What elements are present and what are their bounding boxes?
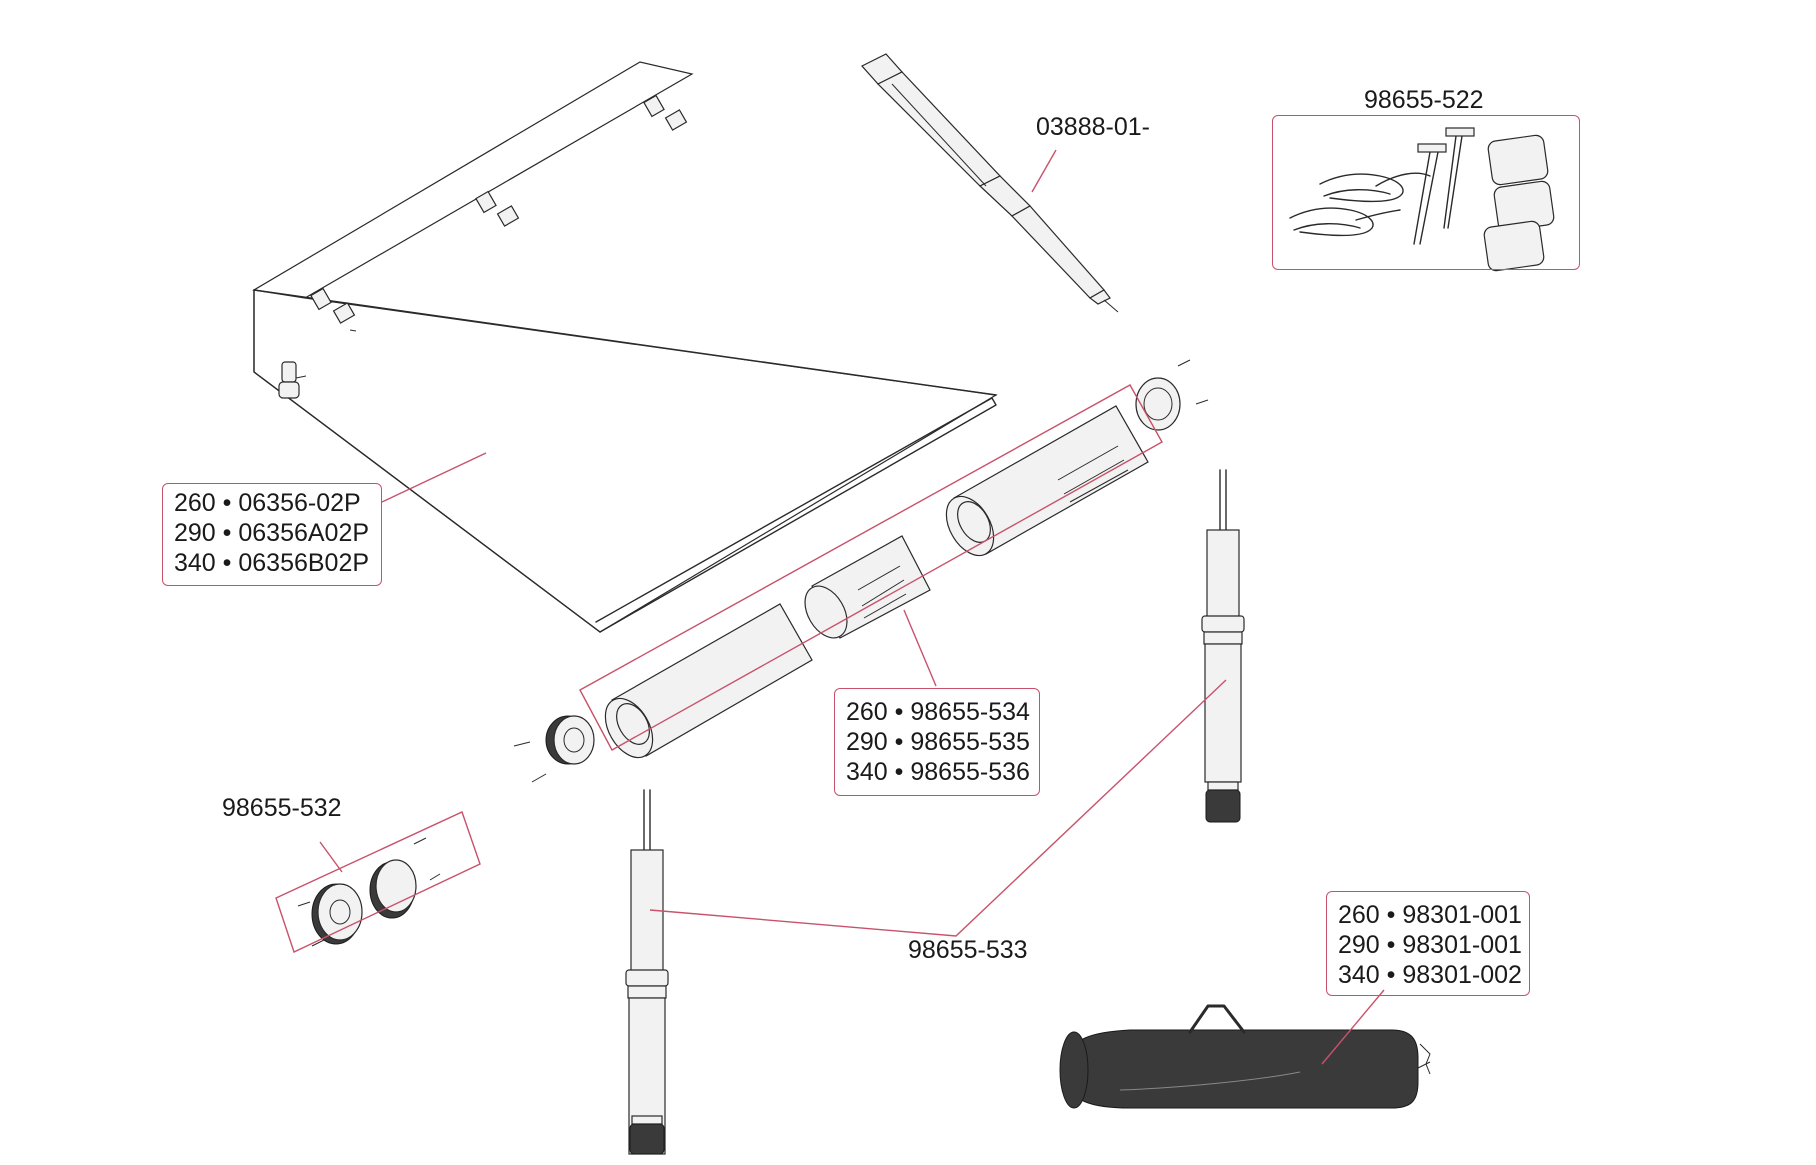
bag-line-3: 340 • 98301-002 [1338,961,1522,989]
end-cap-kit-label: 98655-532 [222,794,342,822]
end-cap-kit-drawing [297,837,441,947]
tube-set-line-3: 340 • 98655-536 [846,758,1030,786]
tube-set-drawing [513,359,1209,783]
canopy-line-3: 340 • 06356B02P [174,549,370,577]
tube-set-box [834,688,1040,796]
bag-line-2: 290 • 98301-001 [1338,931,1522,959]
bag-drawing [1059,1004,1431,1109]
canopy-line-2: 290 • 06356A02P [174,519,370,547]
legs-label: 98655-533 [908,936,1028,964]
legs-leader-line [649,679,1227,937]
accessory-kit-label: 98655-522 [1364,86,1484,114]
canopy-drawing [252,61,998,633]
tube-set-line-1: 260 • 98655-534 [846,698,1030,726]
bag-box [1326,891,1530,996]
end-cap-leader-line [319,841,343,873]
canopy-line-1: 260 • 06356-02P [174,489,361,517]
canopy-leader-line [381,452,487,503]
tube-set-line-2: 290 • 98655-535 [846,728,1030,756]
leg-right-drawing [1201,469,1245,823]
pole-top-leader-line [1031,149,1057,193]
bag-leader-line [1321,989,1385,1065]
accessory-kit-drawing [1289,127,1555,272]
canopy-box [162,483,382,586]
bag-line-1: 260 • 98301-001 [1338,901,1522,929]
pole-top-drawing [861,53,1119,313]
leg-left-drawing [625,789,669,1155]
tube-set-leader-line [903,609,937,687]
accessory-kit-box [1272,115,1580,270]
pole-top-label: 03888-01- [1036,113,1150,141]
